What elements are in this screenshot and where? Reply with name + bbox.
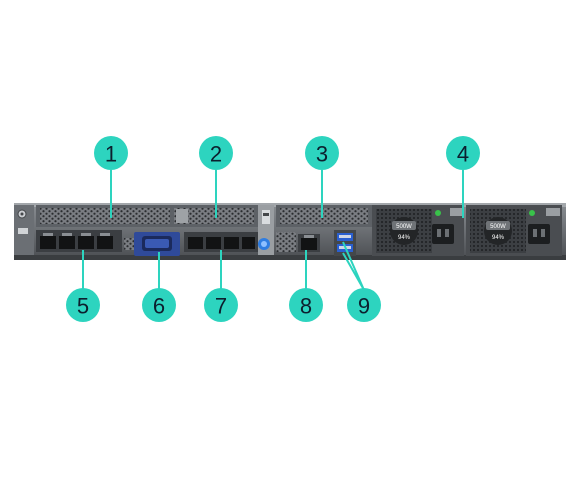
callout-1: 1	[94, 136, 128, 170]
callout-number: 4	[457, 142, 469, 167]
callout-6: 6	[142, 288, 176, 322]
callout-2: 2	[199, 136, 233, 170]
ilo-port	[298, 234, 320, 252]
power-supplies: 500W 94% 500W 94%	[372, 205, 562, 256]
vga-port	[134, 232, 180, 256]
pcie-slot-2	[170, 205, 258, 227]
callout-3: 3	[305, 136, 339, 170]
psu-2-label-top: 500W	[490, 224, 506, 230]
callout-4: 4	[446, 136, 480, 170]
rear-vent-mid	[276, 232, 296, 252]
psu-1-status-led	[435, 210, 441, 216]
callout-number: 5	[77, 294, 89, 319]
pcie-slot-3	[276, 205, 372, 227]
callout-number: 3	[316, 142, 328, 167]
callout-number: 6	[153, 294, 165, 319]
psu-2-status-led	[529, 210, 535, 216]
power-supply-1: 500W 94%	[372, 205, 464, 256]
nic-ports-left	[36, 230, 122, 252]
callout-7: 7	[204, 288, 238, 322]
callout-number: 9	[358, 294, 370, 319]
callout-number: 1	[105, 142, 117, 167]
usb-ports	[334, 230, 356, 256]
callout-8: 8	[289, 288, 323, 322]
rear-vent-small	[124, 238, 134, 250]
leader-lines	[82, 170, 464, 291]
callout-number: 7	[215, 294, 227, 319]
uid-indicator	[258, 238, 270, 250]
callout-number: 2	[210, 142, 222, 167]
pcie-slot-1	[36, 205, 176, 227]
psu-1-label-top: 500W	[396, 224, 412, 230]
psu-2-label-bottom: 94%	[492, 235, 505, 241]
psu-1-label-bottom: 94%	[398, 235, 411, 241]
callout-9: 9	[347, 288, 381, 322]
nic-ports-right	[184, 232, 258, 252]
chassis-left-ear	[14, 205, 34, 255]
callout-5: 5	[66, 288, 100, 322]
callouts: 1 2 3 4 5 6 7 8	[66, 136, 480, 322]
callout-number: 8	[300, 294, 312, 319]
power-supply-2: 500W 94%	[466, 205, 562, 256]
